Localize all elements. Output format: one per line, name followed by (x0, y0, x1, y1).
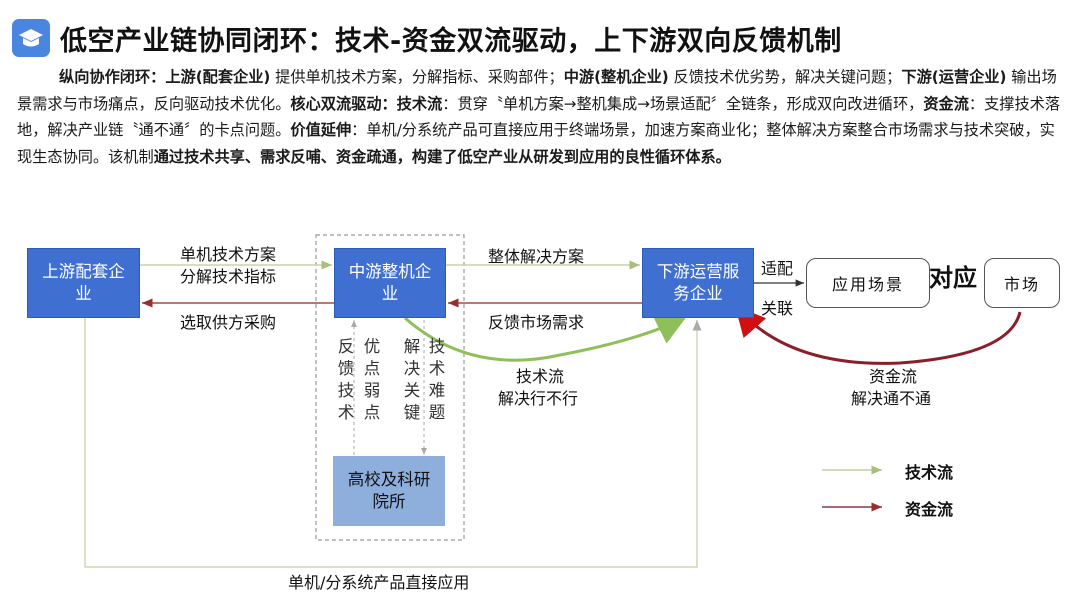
label-decompose-tech-index: 分解技术指标 (180, 267, 277, 286)
label-tech-flow: 技术流 (516, 367, 565, 386)
label-total-solution: 整体解决方案 (488, 247, 585, 266)
desc-seg: ：单机/分系统产品可直接应用于终端场景，加速方案商业化；整体解决方案整合市场需求… (17, 121, 1055, 166)
legend-tech-flow: 技术流 (905, 463, 954, 482)
label-direct-apply: 单机/分系统产品直接应用 (288, 573, 470, 592)
node-market: 市场 (984, 258, 1060, 308)
desc-seg: 技术流 (396, 94, 443, 113)
vlabel-solve-key: 解决关键 (403, 337, 421, 422)
label-tech-flow-sub: 解决行不行 (498, 389, 579, 408)
node-midstream: 中游整机企业 (334, 248, 446, 318)
desc-seg: 反馈技术优劣势，解决关键问题； (668, 68, 902, 86)
desc-seg: 提供单机技术方案，分解指标、采购部件； (270, 68, 564, 86)
page-title: 低空产业链协同闭环：技术-资金双流驱动，上下游双向反馈机制 (60, 25, 842, 57)
label-correspond: 对应 (929, 264, 977, 292)
node-research: 高校及科研院所 (333, 456, 445, 526)
desc-seg: 资金流 (923, 94, 969, 113)
label-adapt: 适配 (761, 259, 794, 278)
label-feedback-market: 反馈市场需求 (488, 313, 585, 332)
label-select-supplier: 选取供方采购 (180, 313, 277, 332)
description-paragraph: 纵向协作闭环：上游(配套企业) 提供单机技术方案，分解指标、采购部件；中游(整机… (17, 64, 1067, 170)
legend-capital-flow: 资金流 (905, 500, 954, 519)
label-capital-flow: 资金流 (869, 367, 918, 386)
desc-seg: 下游(运营企业) (901, 68, 1007, 86)
node-downstream: 下游运营服务企业 (642, 248, 754, 318)
title-row: 低空产业链协同闭环：技术-资金双流驱动，上下游双向反馈机制 (12, 18, 842, 58)
label-single-tech-plan: 单机技术方案 (180, 245, 277, 264)
desc-seg: 上游(配套企业) (165, 68, 271, 86)
label-capital-flow-sub: 解决通不通 (851, 389, 932, 408)
label-relate: 关联 (761, 299, 794, 318)
desc-seg: ：贯穿〝单机方案→整机集成→场景适配〞全链条，形成双向改进循环， (442, 94, 924, 113)
desc-seg: 通过技术共享、需求反哺、资金疏通，构建了低空产业从研发到应用的良性循环体系。 (153, 147, 731, 166)
vlabel-pros-cons: 优点弱点 (363, 337, 381, 422)
desc-seg: 纵向协作闭环： (59, 68, 166, 86)
graduation-cap-icon (12, 19, 50, 57)
desc-seg: 价值延伸 (290, 121, 352, 139)
desc-seg: ：支撑技术落地，解决产业链〝通不通〞的卡点问题。 (17, 94, 1061, 140)
node-upstream: 上游配套企业 (27, 248, 140, 318)
desc-seg: 核心双流驱动： (290, 94, 397, 113)
node-scenario: 应用场景 (806, 258, 930, 308)
desc-seg: 输出场景需求与市场痛点，反向驱动技术优化。 (17, 68, 1057, 113)
vlabel-tech-difficulty: 技术难题 (428, 337, 446, 422)
vlabel-feedback-tech: 反馈技术 (337, 337, 355, 422)
desc-seg: 中游(整机企业) (563, 68, 669, 86)
